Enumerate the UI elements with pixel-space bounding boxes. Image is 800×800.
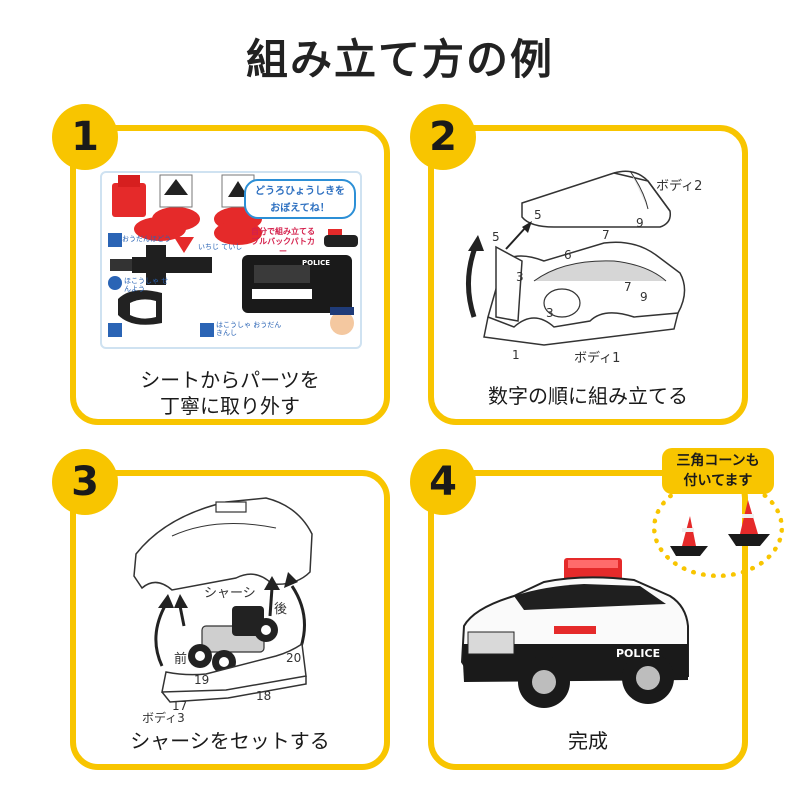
part-number-label: 7: [602, 228, 610, 242]
sheet-bubble-line1: どうろひょうしきを: [255, 186, 345, 197]
sign-label-pedestrian: ほこうしゃ せんよう: [124, 277, 169, 293]
sheet-police-text: POLICE: [302, 259, 331, 267]
body2-label: ボディ2: [656, 179, 703, 194]
part-number-label: 5: [492, 230, 500, 244]
part-number-label: 9: [640, 290, 648, 304]
step-3-panel: シャーシ 後 前 ボディ3 20 19 18 17 シャーシをセットする: [70, 470, 390, 770]
step-2-caption-line1: 数字の順に組み立てる: [488, 384, 688, 408]
body1-label: ボディ1: [574, 351, 621, 366]
cone-tag-line1: 三角コーンも: [676, 453, 760, 469]
step-4-caption-line1: 完成: [568, 729, 608, 753]
step-1-caption-line1: シートからパーツを: [140, 368, 320, 392]
part-number-label: 3: [516, 270, 524, 284]
step-1-panel: どうろひょうしきを おぼえてね！ 自分で組み立てる プルバックパトカー おうだん…: [70, 125, 390, 425]
step-4-caption: 完成: [434, 728, 742, 754]
sheet-bubble-line2: おぼえてね！: [270, 203, 330, 214]
step-2-number-badge: 2: [410, 104, 476, 170]
car-police-text: POLICE: [616, 647, 661, 660]
body-assembly-diagram: [465, 170, 686, 346]
cone-included-tag: 三角コーンも 付いてます: [662, 448, 774, 494]
step-2-caption: 数字の順に組み立てる: [434, 383, 742, 409]
sheet-speech-bubble: どうろひょうしきを おぼえてね！: [244, 179, 356, 219]
body3-label: ボディ3: [142, 711, 185, 725]
part-number-label: 17: [172, 699, 188, 713]
chassis-label: シャーシ: [204, 586, 256, 601]
part-number-label: 19: [194, 673, 210, 687]
step-3-caption: シャーシをセットする: [76, 728, 384, 754]
step-4-number-badge: 4: [410, 449, 476, 515]
step-1-caption-line2: 丁寧に取り外す: [160, 394, 300, 418]
part-number-label: 3: [546, 306, 554, 320]
part-number-label: 6: [564, 248, 572, 262]
completed-police-car-image: [460, 558, 689, 708]
step-3-caption-line1: シャーシをセットする: [130, 729, 330, 753]
part-number-label: 9: [636, 216, 644, 230]
parts-sheet: どうろひょうしきを おぼえてね！ 自分で組み立てる プルバックパトカー おうだん…: [100, 171, 362, 349]
sheet-product-title: 自分で組み立てる プルバックパトカー: [248, 227, 318, 257]
chassis-assembly-diagram: [133, 497, 313, 703]
parts-sheet-illustration: [108, 174, 358, 337]
rear-label: 後: [274, 602, 288, 617]
part-number-label: 7: [624, 280, 632, 294]
part-number-label: 20: [286, 651, 302, 665]
sheet-product-line2: プルバックパトカー: [251, 237, 315, 256]
part-number-label: 1: [512, 348, 520, 362]
sign-label-no-crossing: はこうしゃ おうだん きんし: [216, 321, 282, 337]
front-label: 前: [174, 652, 188, 667]
step-2-panel: ボディ2 ボディ1 5 5 7 9 6 3 7 9 3 1 数字の順に組み立てる: [428, 125, 748, 425]
page-title: 組み立て方の例: [245, 35, 554, 84]
sheet-product-line1: 自分で組み立てる: [251, 227, 315, 236]
part-number-label: 18: [256, 689, 272, 703]
sign-label-crosswalk: おうだんほどう: [122, 235, 171, 243]
sign-label-stop: いちじ ていし: [198, 243, 243, 251]
step-3-number-badge: 3: [52, 449, 118, 515]
cone-tag-line2: 付いてます: [683, 473, 753, 489]
step-1-caption: シートからパーツを 丁寧に取り外す: [76, 367, 384, 419]
step-1-number-badge: 1: [52, 104, 118, 170]
part-number-label: 5: [534, 208, 542, 222]
